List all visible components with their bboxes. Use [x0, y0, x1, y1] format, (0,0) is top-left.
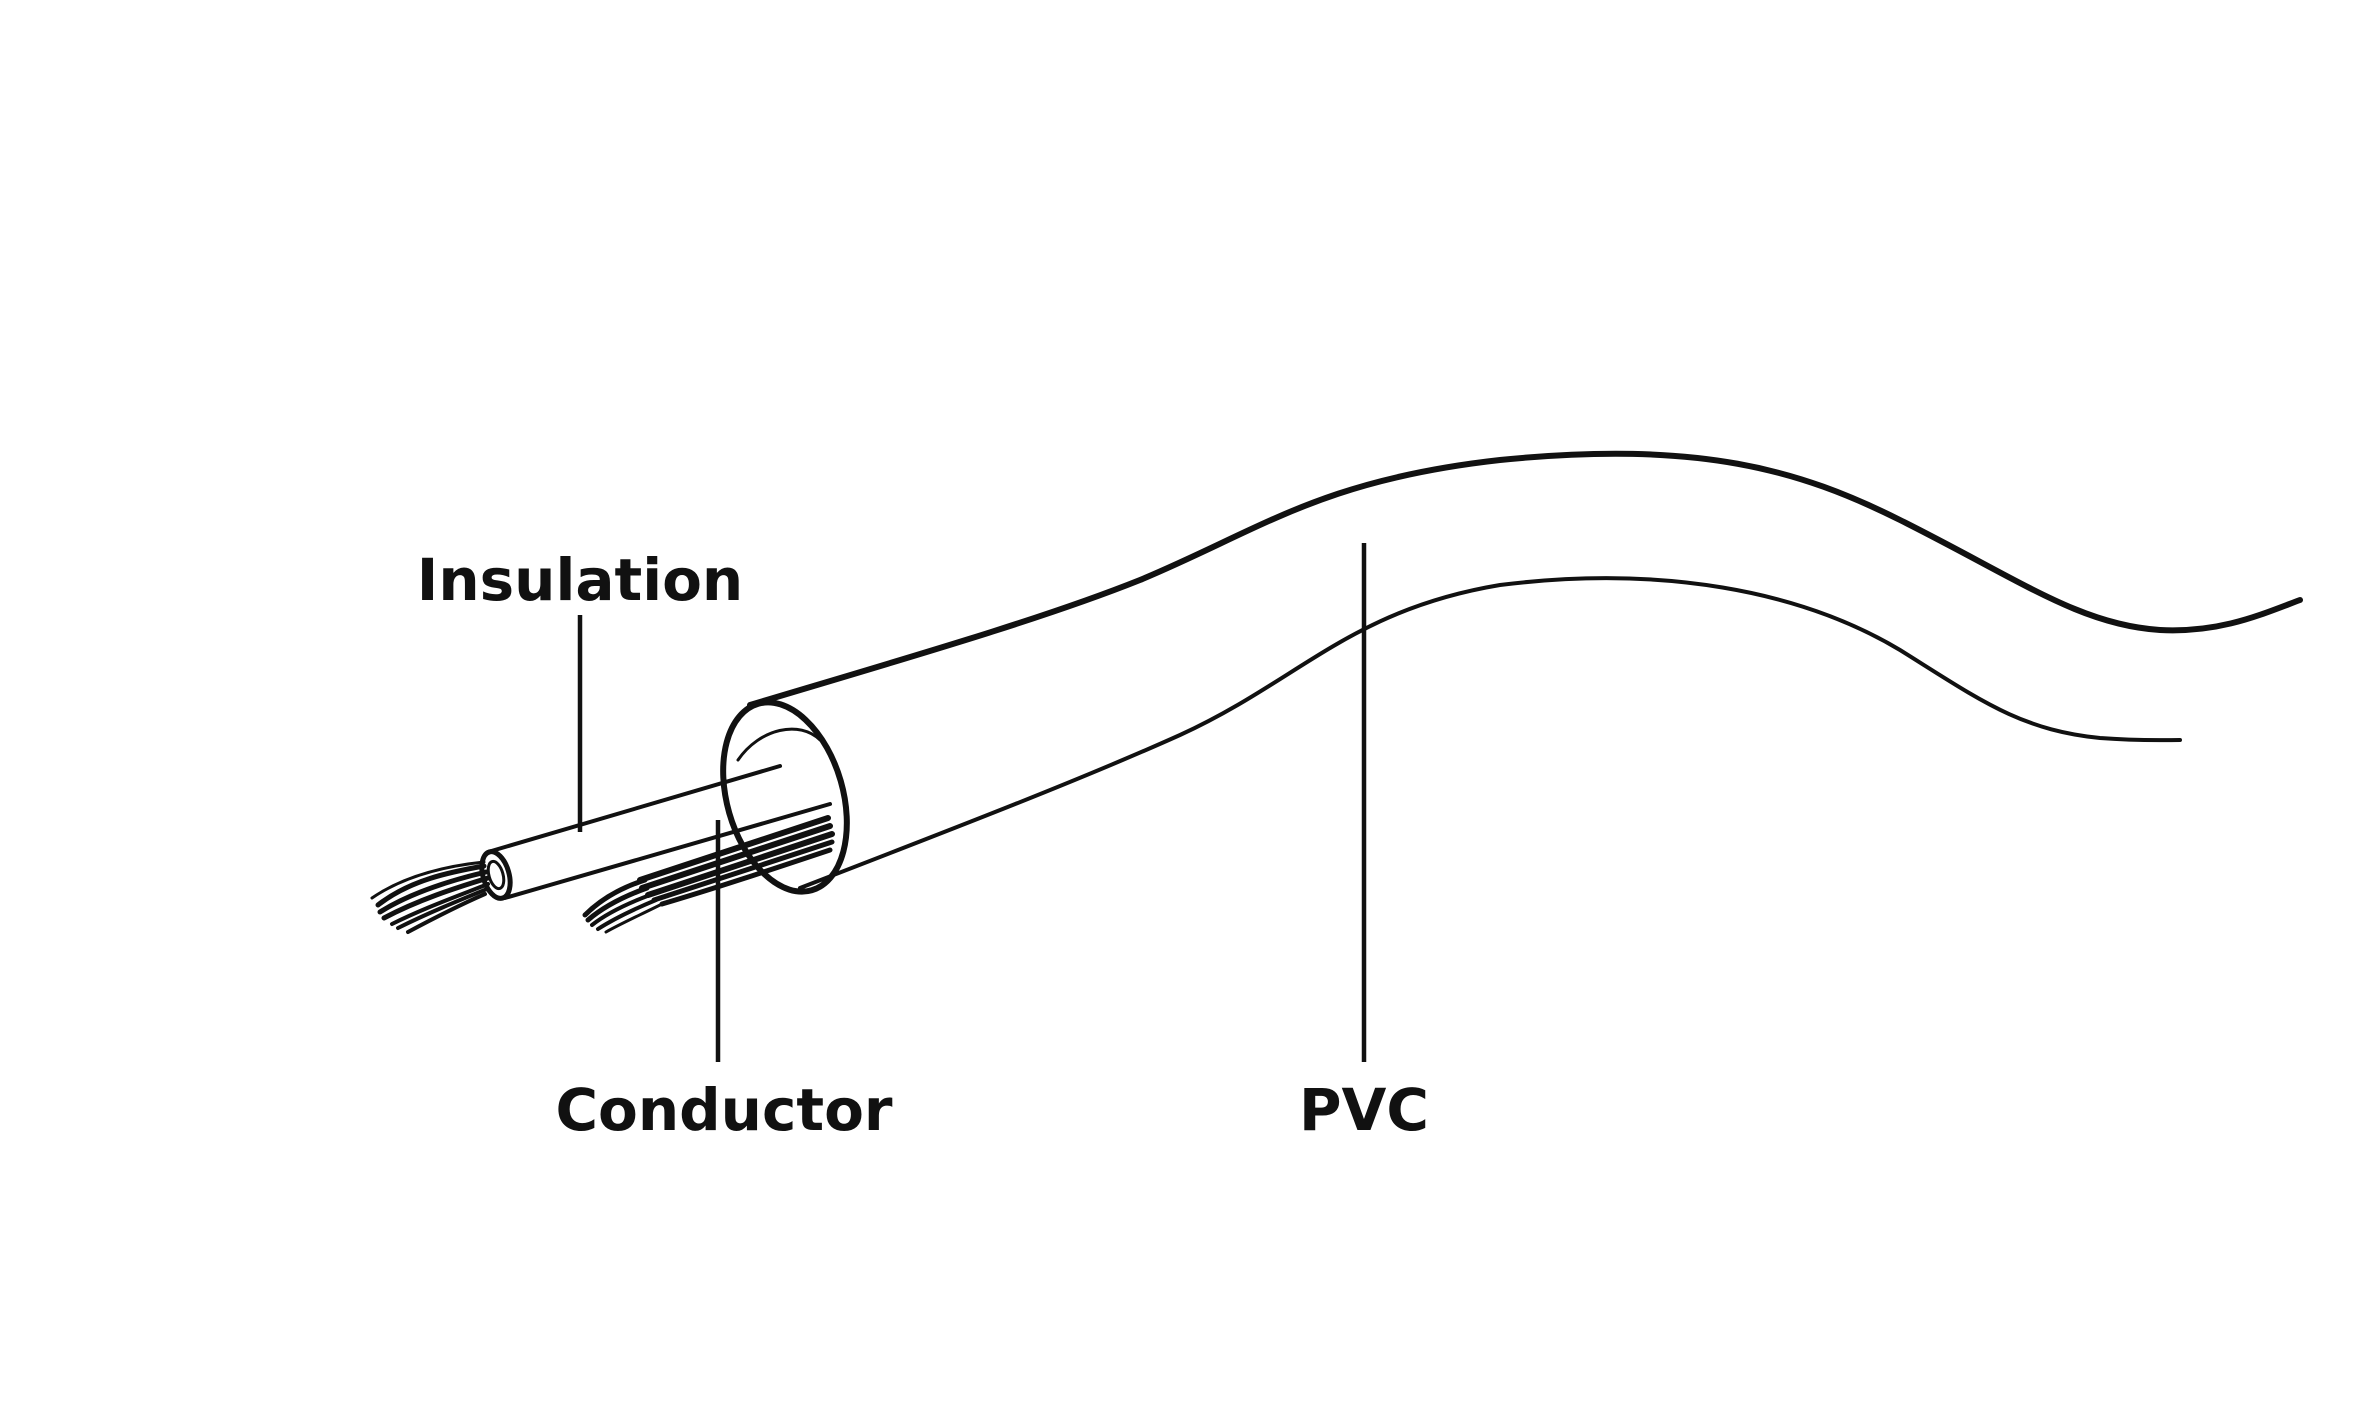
- pvc-jacket-opening: [720, 699, 850, 895]
- insulation-label: Insulation: [417, 546, 743, 614]
- pvc-label: PVC: [1299, 1076, 1429, 1144]
- conductor-strands-upper: [370, 860, 491, 934]
- pvc-jacket-opening-rim: [736, 727, 822, 762]
- insulated-wire-bottom-edge: [503, 802, 832, 900]
- pvc-jacket-lower-edge: [798, 576, 2182, 890]
- insulated-wire-top-edge: [486, 764, 782, 854]
- conductor-strands-lower: [582, 877, 664, 934]
- conductor-label: Conductor: [555, 1076, 892, 1144]
- conductor-lower-body: [637, 815, 835, 907]
- pvc-jacket-upper-edge: [747, 450, 2303, 708]
